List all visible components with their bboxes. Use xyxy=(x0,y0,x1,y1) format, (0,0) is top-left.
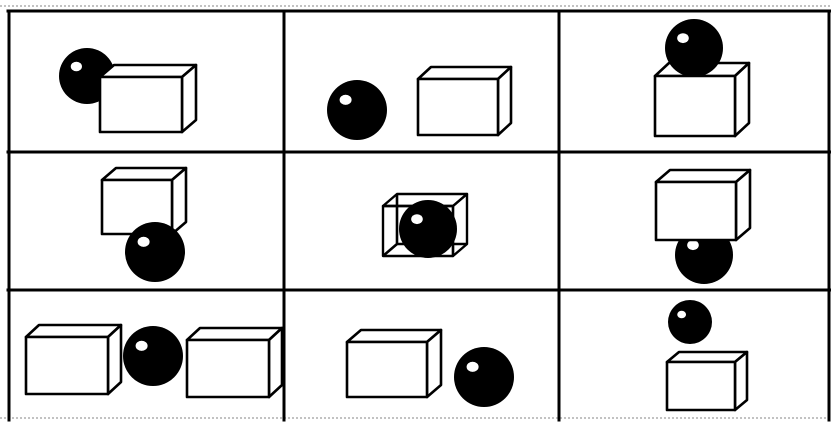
sphere xyxy=(454,347,514,407)
cube-top-face xyxy=(100,65,196,77)
cube-left-front-face xyxy=(26,337,108,394)
cube-front-face xyxy=(100,77,182,132)
cube-front-face xyxy=(667,362,735,410)
cube xyxy=(656,170,750,240)
sphere xyxy=(125,222,185,282)
sphere xyxy=(399,200,457,258)
panel-r3c3 xyxy=(667,300,747,410)
cube-left xyxy=(26,325,121,394)
cube-left-top-face xyxy=(26,325,121,337)
sphere-body xyxy=(454,347,514,407)
sphere-body xyxy=(665,19,723,77)
sphere-highlight xyxy=(677,33,689,43)
panel-r2c3 xyxy=(656,170,750,284)
cube-right-top-face xyxy=(187,328,282,340)
cube xyxy=(667,352,747,410)
sphere-highlight xyxy=(687,240,699,250)
cube-right-front-face xyxy=(187,340,269,397)
panels xyxy=(26,19,750,410)
cube-top-face xyxy=(656,170,750,182)
cube-front-face xyxy=(347,342,427,397)
sphere-highlight xyxy=(467,362,479,372)
sphere-body xyxy=(123,326,183,386)
cube-side-face xyxy=(182,65,196,132)
cube-side-face xyxy=(172,168,186,234)
cube-side-face xyxy=(735,352,747,410)
sphere-highlight xyxy=(71,62,82,72)
cube xyxy=(418,67,511,135)
cube-side-face xyxy=(498,67,511,135)
panel-r3c2 xyxy=(347,330,514,407)
cube xyxy=(347,330,441,397)
cube-front-face xyxy=(655,76,735,136)
sphere xyxy=(123,326,183,386)
panel-r1c2 xyxy=(327,67,511,140)
cube-top-face xyxy=(347,330,441,342)
sphere xyxy=(668,300,712,344)
sphere-highlight xyxy=(138,237,150,247)
sphere-highlight xyxy=(677,311,686,318)
panel-r1c3 xyxy=(655,19,749,136)
sphere-body xyxy=(327,80,387,140)
sphere-highlight xyxy=(136,341,148,351)
sphere-body xyxy=(125,222,185,282)
panel-r3c1 xyxy=(26,325,282,397)
cube-side-face xyxy=(736,170,750,240)
panel-r1c1 xyxy=(59,48,196,132)
cube-top-face xyxy=(418,67,511,79)
cube-side-face xyxy=(427,330,441,397)
sphere-highlight xyxy=(411,214,423,224)
sphere xyxy=(665,19,723,77)
cube-front-face xyxy=(418,79,498,135)
cube-right-side-face xyxy=(269,328,282,397)
panel-r2c1 xyxy=(102,168,186,282)
sphere xyxy=(327,80,387,140)
cube-side-face xyxy=(735,63,749,136)
sphere-body xyxy=(399,200,457,258)
sphere-body xyxy=(668,300,712,344)
cube xyxy=(100,65,196,132)
sphere-highlight xyxy=(340,95,352,105)
cube-left-side-face xyxy=(108,325,121,394)
panel-r2c2 xyxy=(383,194,467,258)
cube-right xyxy=(187,328,282,397)
cube-front-face xyxy=(656,182,736,240)
